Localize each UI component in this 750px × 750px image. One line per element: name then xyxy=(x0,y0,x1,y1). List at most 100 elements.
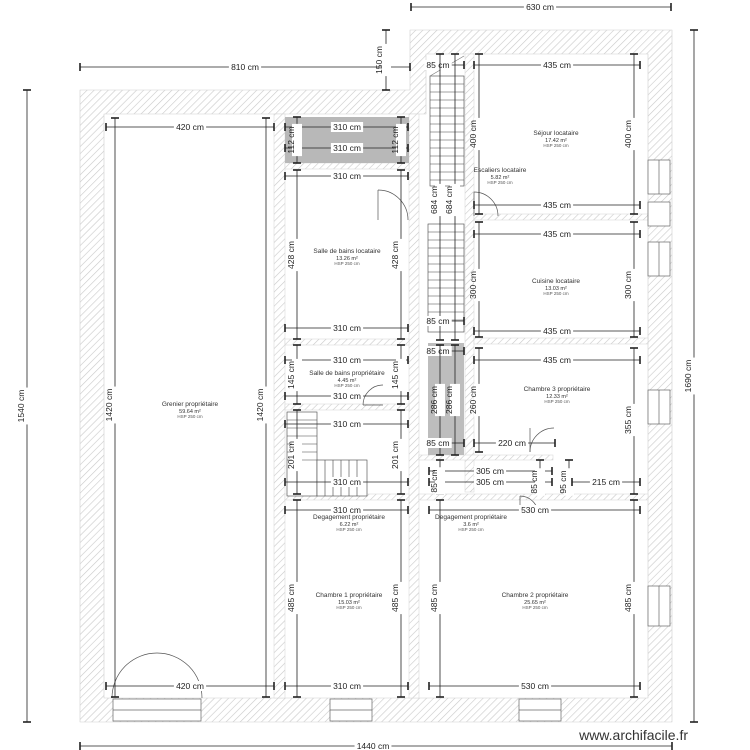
room-area: 15.03 m² xyxy=(338,600,360,606)
dimension-d85c: 85 cm xyxy=(424,346,465,356)
dimension-label: 1440 cm xyxy=(357,741,390,750)
dimension-d85f: 85 cm xyxy=(429,459,445,495)
dimension-label: 85 cm xyxy=(426,438,449,448)
dimension-label: 485 cm xyxy=(286,584,296,612)
dimension-d286b: 286 cm xyxy=(444,344,460,456)
dimension-label: 400 cm xyxy=(468,120,478,148)
dimension-label: 305 cm xyxy=(476,466,504,476)
doors xyxy=(111,189,555,699)
dimension-d310h: 310 cm xyxy=(284,477,409,487)
dimension-d310b: 310 cm xyxy=(284,143,409,153)
dimension-label: 85 cm xyxy=(426,346,449,356)
room-ceiling-height: HSP 250 cm xyxy=(177,414,202,419)
room-area: 5.82 m² xyxy=(491,175,510,181)
dimension-label: 420 cm xyxy=(176,122,204,132)
dimension-d485b: 485 cm xyxy=(390,499,406,698)
windows xyxy=(112,159,671,722)
dimension-d85e: 85 cm xyxy=(529,459,545,496)
dimension-label: 150 cm xyxy=(374,46,384,74)
dimension-label: 201 cm xyxy=(390,441,400,469)
room-ceiling-height: HSP 250 cm xyxy=(334,383,359,388)
dimension-d85d: 85 cm xyxy=(424,438,465,448)
dimension-label: 428 cm xyxy=(390,241,400,269)
dimension-label: 530 cm xyxy=(521,505,549,515)
room-area: 25.65 m² xyxy=(524,600,546,606)
room-ceiling-height: HSP 250 cm xyxy=(544,399,569,404)
dimension-label: 310 cm xyxy=(333,419,361,429)
dimension-label: 85 cm xyxy=(426,316,449,326)
dimension-d435d: 435 cm xyxy=(473,326,641,336)
dimension-d310i: 310 cm xyxy=(284,505,409,515)
dimension-label: 530 cm xyxy=(521,681,549,691)
stairs xyxy=(286,55,465,497)
dimension-label: 310 cm xyxy=(333,681,361,691)
dimension-label: 300 cm xyxy=(623,271,633,299)
room-name: Degagement propriétaire xyxy=(313,514,385,521)
room-ceiling-height: HSP 250 cm xyxy=(522,605,547,610)
dimension-label: 428 cm xyxy=(286,241,296,269)
dimension-label: 485 cm xyxy=(429,584,439,612)
dimension-label: 1690 cm xyxy=(683,360,693,393)
exterior-walls xyxy=(79,29,673,723)
dimension-d1440: 1440 cm xyxy=(79,741,673,750)
dimension-d305a: 305 cm xyxy=(428,466,553,476)
dimension-label: 145 cm xyxy=(390,361,400,389)
dimension-label: 286 cm xyxy=(444,386,454,414)
dimension-label: 435 cm xyxy=(543,326,571,336)
dimension-d145a: 145 cm xyxy=(286,344,302,405)
dimension-label: 310 cm xyxy=(333,391,361,401)
dimension-label: 220 cm xyxy=(498,438,526,448)
dimension-d684a: 684 cm xyxy=(429,53,445,341)
dimension-label: 310 cm xyxy=(333,505,361,515)
dimension-label: 310 cm xyxy=(333,171,361,181)
dimension-label: 485 cm xyxy=(623,584,633,612)
dimension-d1420a: 1420 cm xyxy=(104,117,120,698)
dimension-d485a: 485 cm xyxy=(286,499,302,698)
dimension-label: 85 cm xyxy=(529,470,539,493)
dimension-d420b: 420 cm xyxy=(105,681,275,691)
dimension-d286a: 286 cm xyxy=(429,344,445,456)
dimension-label: 112 cm xyxy=(286,126,296,153)
dimension-label: 310 cm xyxy=(333,122,361,132)
dimension-label: 95 cm xyxy=(558,470,568,493)
dimension-d112a: 112 cm xyxy=(286,116,302,164)
dimension-label: 286 cm xyxy=(429,386,439,414)
dimension-d1540: 1540 cm xyxy=(16,89,32,723)
dimension-label: 1420 cm xyxy=(104,389,114,422)
room-area: 59.64 m² xyxy=(179,409,201,415)
room-ceiling-height: HSP 250 cm xyxy=(543,143,568,148)
dimension-label: 112 cm xyxy=(390,126,400,153)
room-area: 4.45 m² xyxy=(338,378,357,384)
room-name: Chambre 3 propriétaire xyxy=(524,386,591,393)
room-area: 17.42 m² xyxy=(545,138,567,144)
dimension-d310c: 310 cm xyxy=(284,171,409,181)
room-name: Degagement propriétaire xyxy=(435,514,507,521)
dimension-label: 310 cm xyxy=(333,323,361,333)
room-name: Grenier propriétaire xyxy=(162,401,219,408)
dimension-label: 85 cm xyxy=(429,469,439,492)
dimension-label: 485 cm xyxy=(390,584,400,612)
dimension-d428a: 428 cm xyxy=(286,169,302,340)
dimension-d85a: 85 cm xyxy=(424,60,465,70)
room-name: Chambre 2 propriétaire xyxy=(502,592,569,599)
room-area: 12.33 m² xyxy=(546,394,568,400)
dimension-d355: 355 cm xyxy=(623,347,639,495)
dimension-d1420b: 1420 cm xyxy=(255,117,271,698)
dimension-d684b: 684 cm xyxy=(444,53,460,341)
room-name: Salle de bains locataire xyxy=(313,248,381,255)
room-ceiling-height: HSP 250 cm xyxy=(543,291,568,296)
dimension-label: 145 cm xyxy=(286,361,296,389)
dimension-label: 810 cm xyxy=(231,62,259,72)
dimension-label: 310 cm xyxy=(333,355,361,365)
dimension-label: 435 cm xyxy=(543,200,571,210)
dimension-d310a: 310 cm xyxy=(284,122,409,132)
room-area: 3.6 m² xyxy=(463,522,479,528)
dimension-label: 305 cm xyxy=(476,477,504,487)
dimension-label: 1540 cm xyxy=(16,390,26,423)
